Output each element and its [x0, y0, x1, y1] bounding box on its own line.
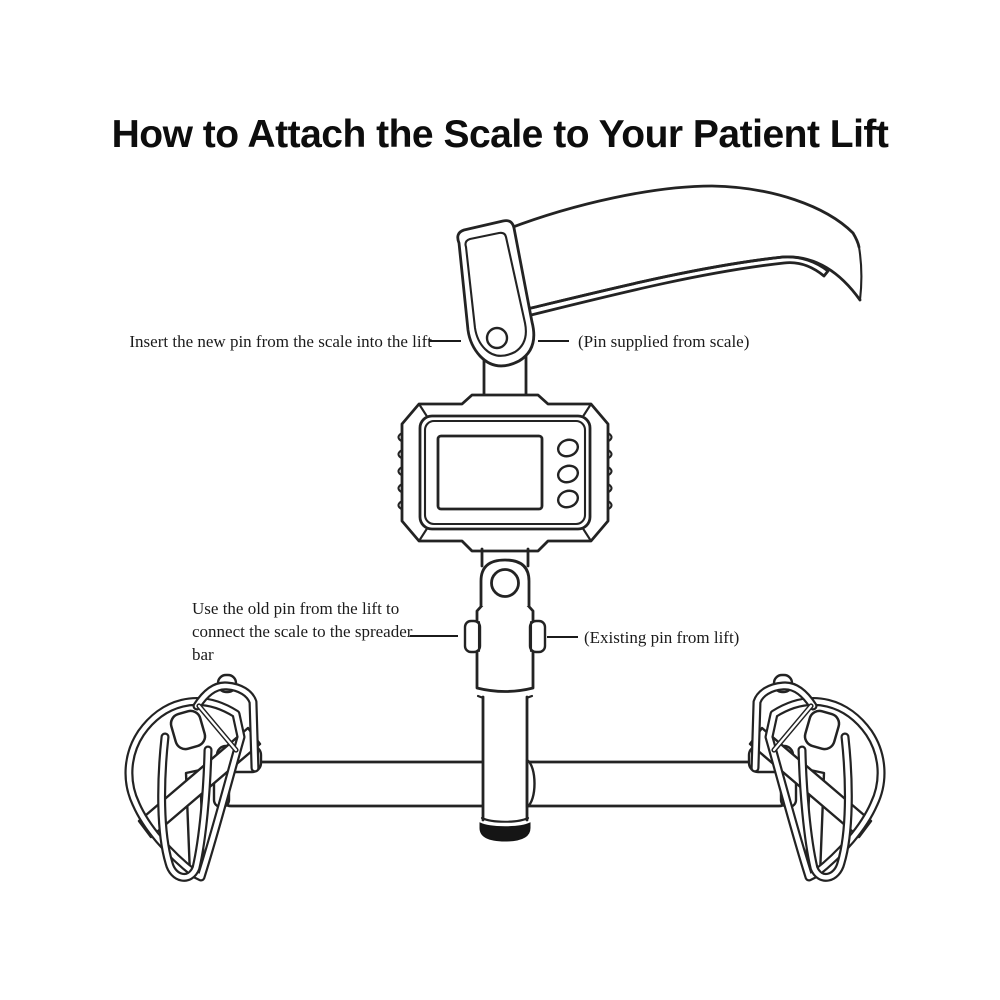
arm-bottom-edge	[521, 255, 862, 312]
annotation-existing-pin: (Existing pin from lift)	[584, 628, 740, 647]
clevis-pin-hole	[490, 568, 520, 598]
existing-pin-left-end	[463, 619, 482, 654]
pin-bracket	[456, 219, 536, 368]
lift-arm	[503, 184, 863, 318]
annotation-use-old-pin: Use the old pin from the lift to connect…	[192, 599, 413, 664]
scale-button-1	[556, 438, 580, 458]
scale-device	[397, 393, 613, 553]
scale-grip-ridges	[397, 431, 613, 511]
page-title: How to Attach the Scale to Your Patient …	[111, 113, 889, 156]
lower-link	[463, 558, 547, 702]
scale-button-2	[556, 464, 580, 484]
annotation-insert-new-pin: Insert the new pin from the scale into t…	[129, 332, 432, 351]
tube-end-cap	[479, 822, 531, 842]
new-pin-hole	[485, 326, 509, 350]
arm-end-cut	[857, 245, 863, 302]
scale-face-inner-line	[423, 419, 587, 526]
annotation-pin-supplied: (Pin supplied from scale)	[578, 332, 750, 351]
lower-strap	[480, 547, 530, 568]
lcd-screen	[436, 434, 544, 511]
leader-lines	[410, 340, 578, 638]
arm-hatch-band	[521, 255, 830, 318]
arm-top-edge	[503, 184, 861, 249]
scale-button-3	[556, 489, 580, 509]
link-cylinder	[475, 599, 535, 693]
scale-corner-chamfers	[417, 402, 593, 543]
scale-buttons	[556, 438, 580, 509]
center-tube	[479, 695, 536, 842]
existing-pin-right-end	[528, 619, 547, 654]
